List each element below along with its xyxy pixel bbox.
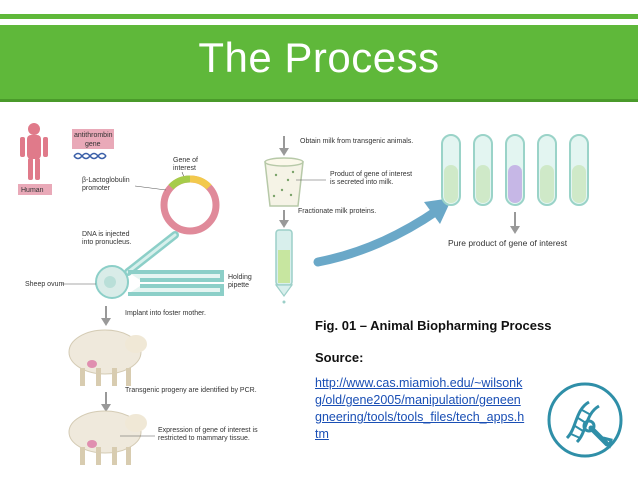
human-label-box <box>18 184 52 195</box>
holding-pipette-label-line2: pipette <box>228 282 249 289</box>
sheep-ovum-label: Sheep ovum <box>25 281 64 288</box>
human-figure-icon <box>20 123 48 180</box>
dna-injected-label-line2: into pronucleus. <box>82 239 131 246</box>
expression-label-line2: restricted to mammary tissue. <box>158 435 250 442</box>
figure-caption: Fig. 01 – Animal Biopharming Process <box>315 318 552 333</box>
antithrombin-label-line2: gene <box>85 141 101 148</box>
test-tube-rack <box>441 134 589 206</box>
pure-product-label: Pure product of gene of interest <box>448 238 568 248</box>
plasmid-ring <box>160 175 220 235</box>
holding-pipette-label-line1: Holding <box>228 274 252 281</box>
product-label-line1: Product of gene of interest <box>330 171 412 178</box>
sheep-icon <box>68 410 147 465</box>
antithrombin-label-box <box>72 129 114 149</box>
top-accent-line <box>0 14 638 19</box>
dna-strand-icon <box>73 152 107 160</box>
implant-label: Implant into foster mother. <box>125 310 206 317</box>
fractionation-column <box>274 229 294 304</box>
antithrombin-label-line1: antithrombin <box>74 132 113 139</box>
transgenic-progeny-label: Transgenic progeny are identified by PCR… <box>125 387 257 394</box>
expression-label-line1: Expression of gene of interest is <box>158 427 258 434</box>
lactoglobulin-label-line1: β-Lactoglobulin <box>82 177 130 184</box>
obtain-milk-label: Obtain milk from transgenic animals. <box>300 138 413 145</box>
fractionate-label: Fractionate milk proteins. <box>298 208 376 215</box>
sheep-icon <box>68 329 147 386</box>
human-label: Human <box>21 187 44 194</box>
dna-wrench-icon <box>547 382 623 458</box>
slide-title: The Process <box>198 34 440 81</box>
biopharming-diagram: Human antithrombin gene Gene of interest… <box>18 123 589 465</box>
source-link[interactable]: http://www.cas.miamioh.edu/~wilsonkg/old… <box>315 376 525 441</box>
title-banner <box>0 25 638 102</box>
source-label: Source: <box>315 350 364 365</box>
product-label-line2: is secreted into milk. <box>330 179 393 186</box>
gene-of-interest-label-line2: interest <box>173 165 196 172</box>
lactoglobulin-label-line2: promoter <box>82 185 111 192</box>
curved-arrow-icon <box>313 205 443 267</box>
dna-injected-label-line1: DNA is injected <box>82 231 130 238</box>
milk-cup <box>264 157 304 207</box>
holding-pipette <box>128 270 224 296</box>
gene-of-interest-label-line1: Gene of <box>173 157 198 164</box>
